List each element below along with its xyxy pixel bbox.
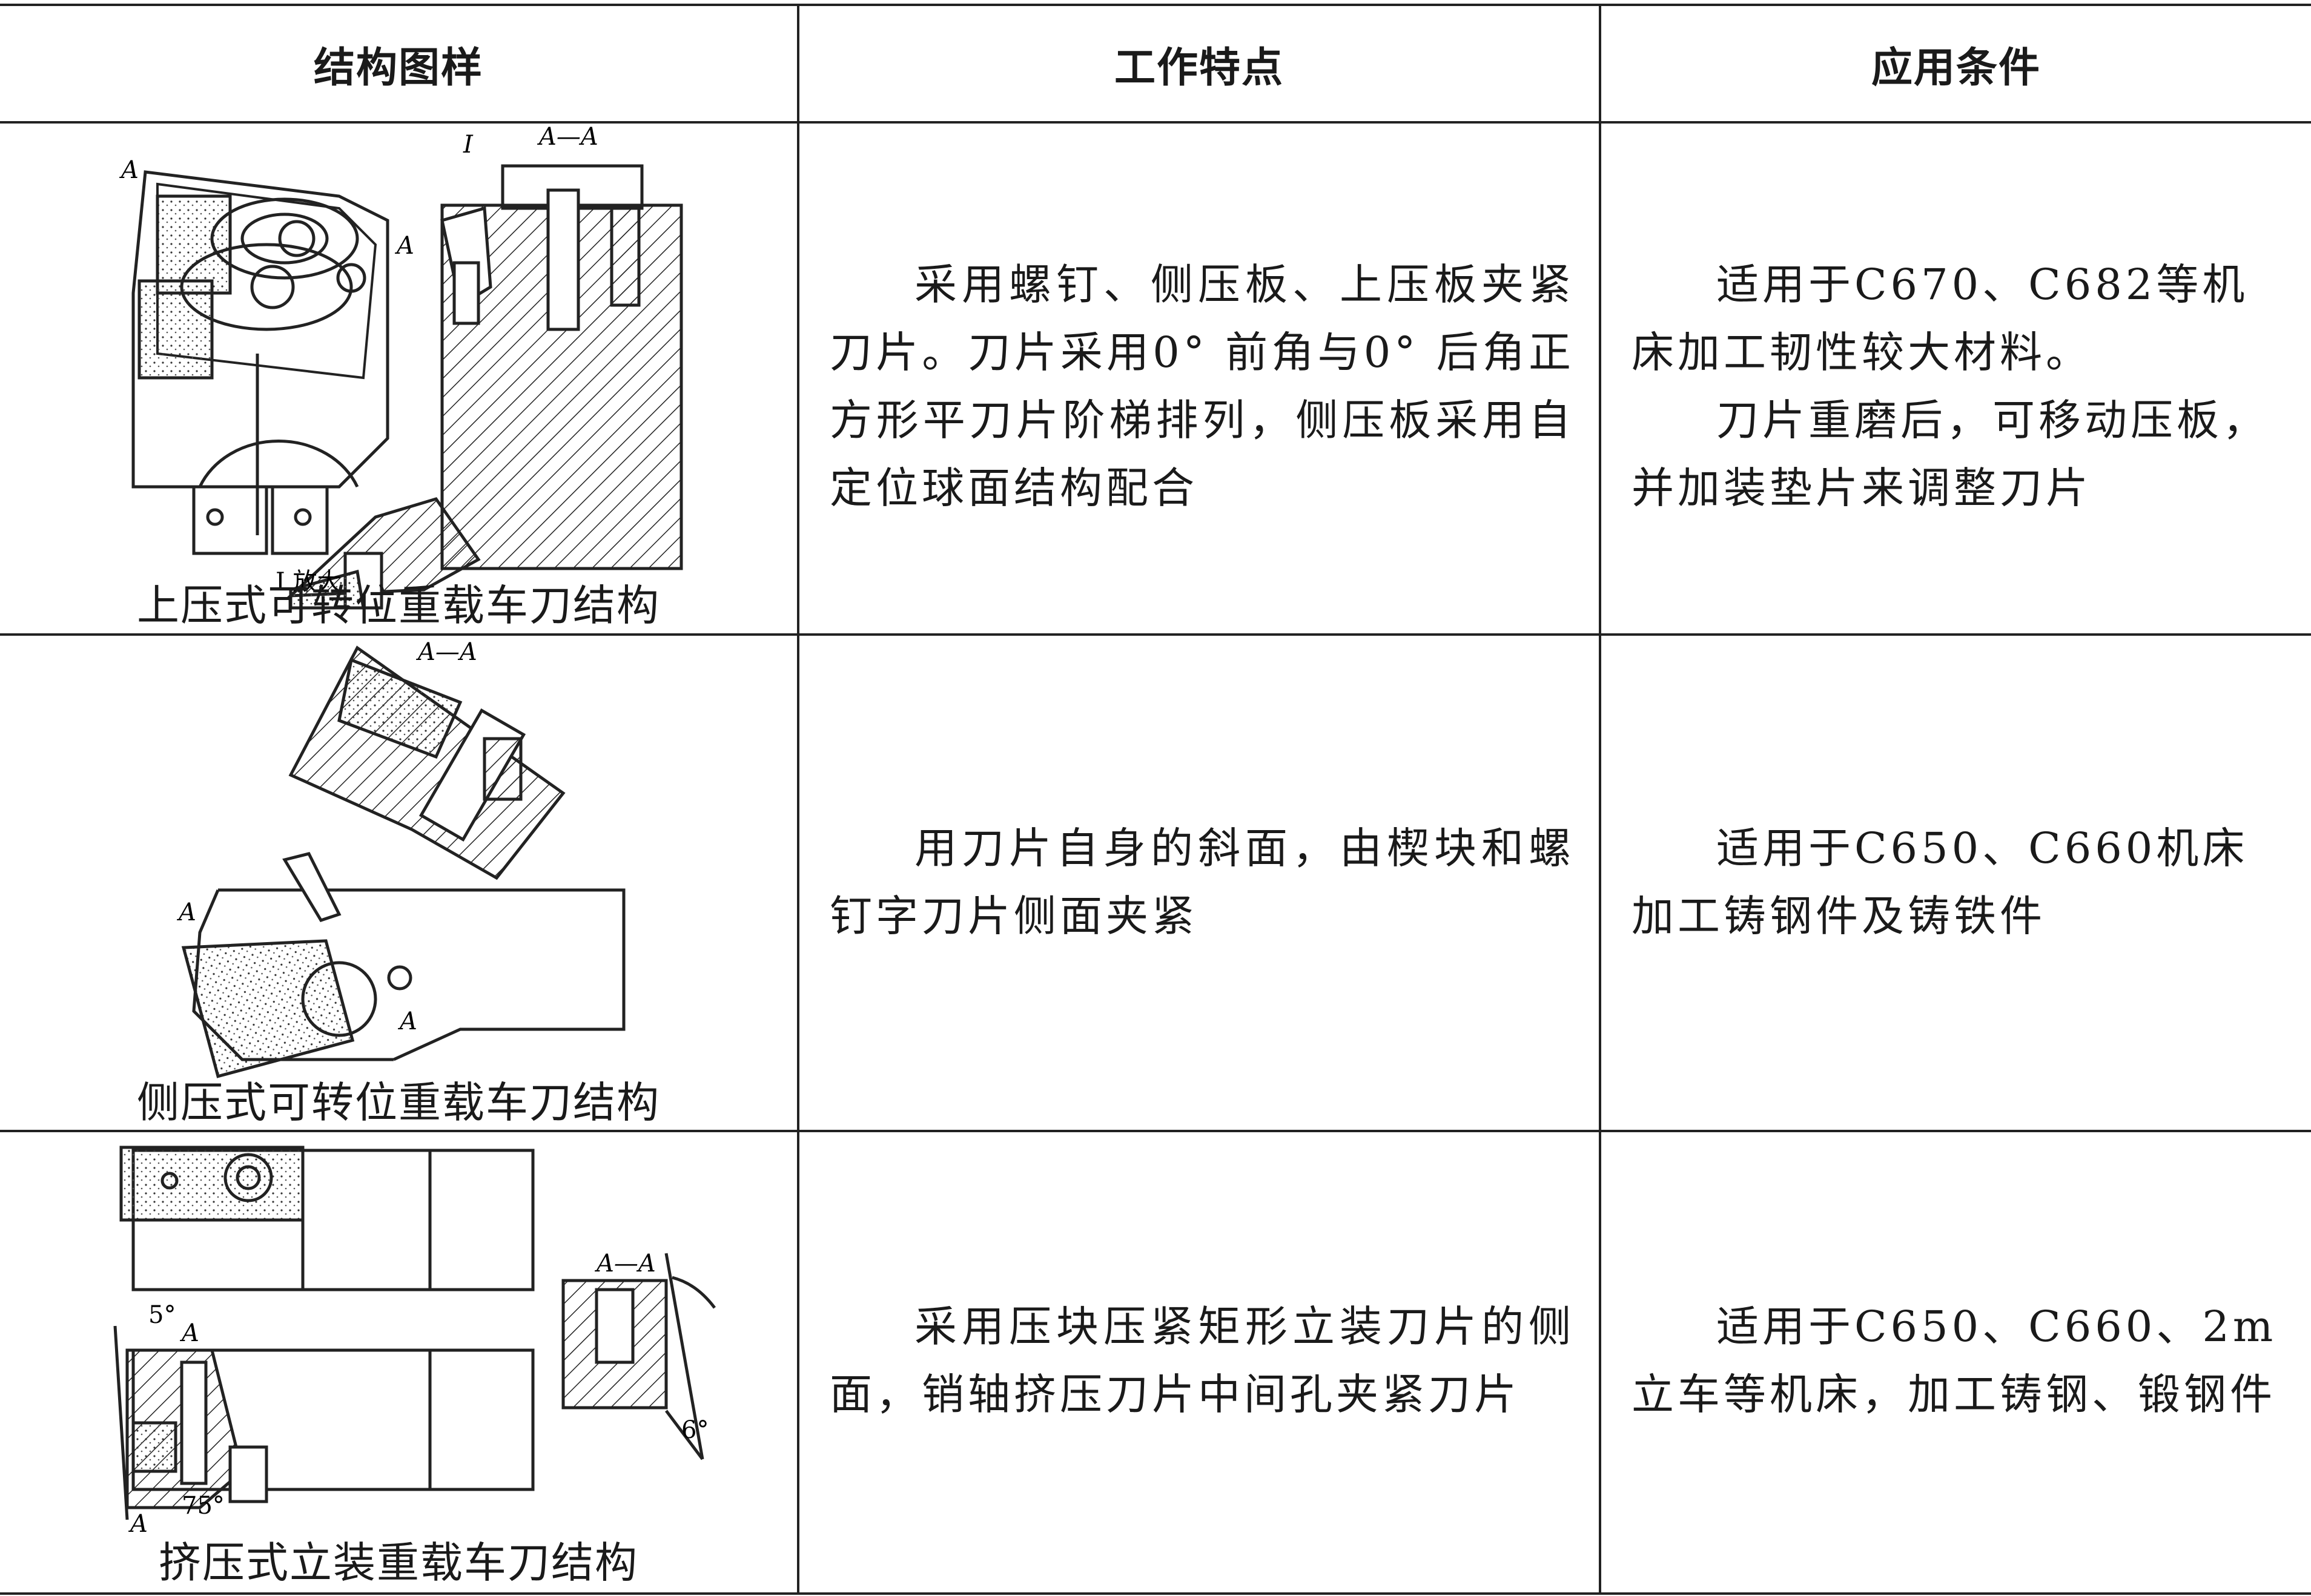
header-features: 工作特点 — [797, 4, 1601, 124]
header-conditions: 应用条件 — [1599, 4, 2311, 124]
figure-cell: A—A A A 侧压式可转位重载车刀结构 — [0, 633, 799, 1132]
conditions-cell: 适用于C650、C660机床加工铸钢件及铸铁件 — [1599, 633, 2311, 1132]
label-angle-75: 75° — [182, 1492, 225, 1520]
squeeze-clamp-tool-drawing: A—A A A 5° 75° 6° — [113, 1146, 716, 1538]
conditions-text-2: 刀片重磨后，可移动压板，并加装垫片来调整刀片 — [1632, 395, 2269, 513]
top-clamp-tool-drawing: A A A—A I I 放大 — [119, 124, 683, 610]
conditions-cell: 适用于C650、C660、2m立车等机床，加工铸钢、锻钢件 — [1599, 1130, 2311, 1595]
label-section: A—A — [594, 1250, 656, 1278]
label-a1: A — [119, 156, 139, 184]
header-row: 结构图样 工作特点 应用条件 — [0, 4, 2311, 124]
figure-cell: A—A A A 5° 75° 6° 挤压式立装重载车刀结构 — [0, 1130, 799, 1595]
header-structure: 结构图样 — [0, 4, 799, 124]
features-cell: 用刀片自身的斜面，由楔块和螺钉字刀片侧面夹紧 — [797, 633, 1601, 1132]
tool-structure-table: 结构图样 工作特点 应用条件 — [0, 4, 2311, 1595]
label-angle-5: 5° — [148, 1301, 176, 1329]
features-cell: 采用压块压紧矩形立装刀片的侧面，销轴挤压刀片中间孔夹紧刀片 — [797, 1130, 1601, 1595]
label-a2: A — [128, 1510, 148, 1538]
conditions-text-1: 适用于C670、C682等机床加工韧性较大材料。 — [1632, 260, 2249, 377]
conditions-text-1: 适用于C650、C660机床加工铸钢件及铸铁件 — [1632, 823, 2249, 941]
label-section: A—A — [415, 638, 477, 666]
conditions-cell: 适用于C670、C682等机床加工韧性较大材料。 刀片重磨后，可移动压板，并加装… — [1599, 121, 2311, 636]
figure-caption: 上压式可转位重载车刀结构 — [137, 581, 660, 630]
label-a1: A — [179, 1319, 199, 1347]
label-a1: A — [176, 899, 196, 926]
figure-caption: 侧压式可转位重载车刀结构 — [137, 1078, 660, 1127]
features-text: 采用压块压紧矩形立装刀片的侧面，销轴挤压刀片中间孔夹紧刀片 — [830, 1302, 1575, 1419]
label-a2: A — [397, 1007, 417, 1035]
label-roman: I — [463, 131, 474, 159]
features-text: 采用螺钉、侧压板、上压板夹紧刀片。刀片采用0° 前角与0° 后角正方形平刀片阶梯… — [830, 260, 1575, 513]
conditions-text-1: 适用于C650、C660、2m立车等机床，加工铸钢、锻钢件 — [1632, 1302, 2277, 1419]
features-text: 用刀片自身的斜面，由楔块和螺钉字刀片侧面夹紧 — [830, 823, 1575, 941]
label-section: A—A — [537, 124, 598, 151]
label-enlarge: I 放大 — [276, 568, 342, 596]
side-clamp-tool-drawing: A—A A A — [176, 638, 626, 1078]
label-a2: A — [394, 232, 414, 260]
table-row: A A A—A I I 放大 上压式可转位重载车刀结构 采用螺钉、侧压板、上压板… — [0, 121, 2311, 636]
table-row: A—A A A 侧压式可转位重载车刀结构 用刀片自身的斜面，由楔块和螺钉字刀片侧… — [0, 633, 2311, 1132]
figure-caption: 挤压式立装重载车刀结构 — [159, 1538, 638, 1588]
label-angle-6: 6° — [681, 1416, 709, 1444]
features-cell: 采用螺钉、侧压板、上压板夹紧刀片。刀片采用0° 前角与0° 后角正方形平刀片阶梯… — [797, 121, 1601, 636]
figure-cell: A A A—A I I 放大 上压式可转位重载车刀结构 — [0, 121, 799, 636]
table-row: A—A A A 5° 75° 6° 挤压式立装重载车刀结构 采用压块压紧矩形立装… — [0, 1130, 2311, 1595]
